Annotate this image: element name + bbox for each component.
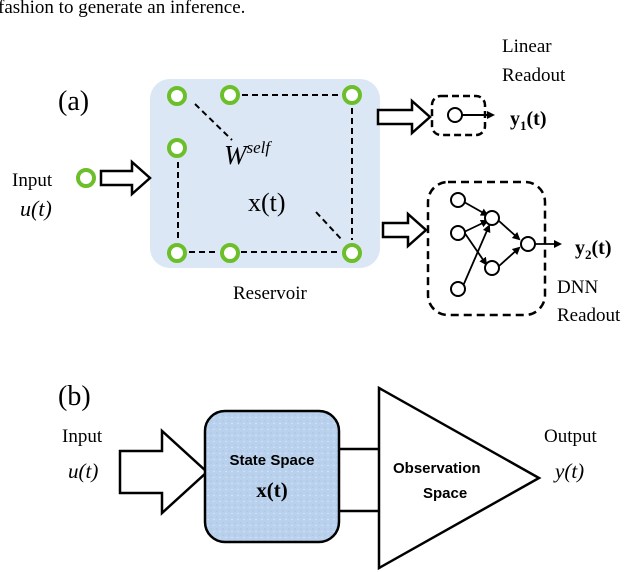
linear-readout-block-arrow xyxy=(376,98,432,136)
output-y1: y1(t) xyxy=(510,108,546,133)
reservoir-label: Reservoir xyxy=(233,283,308,304)
dnn-readout-label-line1: DNN xyxy=(557,277,598,298)
reservoir-node xyxy=(220,243,240,263)
observation-space-label-line2: Space xyxy=(423,485,467,502)
input-variable-a: u(t) xyxy=(20,196,52,221)
dnn-nodes xyxy=(450,192,536,297)
reservoir-box xyxy=(150,79,380,268)
reservoir-nodes xyxy=(167,85,362,263)
dnn-node xyxy=(450,192,466,208)
dnn-node xyxy=(450,281,466,297)
reservoir-node xyxy=(167,86,187,106)
dnn-node xyxy=(450,225,466,241)
reservoir-node xyxy=(220,85,240,105)
observation-space-triangle xyxy=(377,385,542,571)
block-arrows-a xyxy=(99,98,432,249)
output-variable: y(t) xyxy=(553,459,584,483)
dnn-edges xyxy=(462,201,562,287)
dnn-readout-label-line2: Readout xyxy=(557,305,621,326)
dnn-node xyxy=(484,260,500,276)
dnn-node xyxy=(484,210,500,226)
state-space-variable: x(t) xyxy=(256,478,287,502)
linear-readout-label-line2: Readout xyxy=(502,65,566,86)
dnn-node xyxy=(520,236,536,252)
header-text: fashion to generate an inference. xyxy=(0,0,245,18)
state-space-label: State Space xyxy=(229,452,314,469)
observation-space-label-line1: Observation xyxy=(393,460,481,477)
input-block-arrow-b xyxy=(118,428,209,516)
linear-readout-label-line1: Linear xyxy=(502,36,552,57)
reservoir-node xyxy=(342,243,362,263)
input-label-a: Input xyxy=(12,170,53,191)
panel-b-label: (b) xyxy=(58,381,91,412)
reservoir-node xyxy=(342,85,362,105)
output-label: Output xyxy=(544,426,598,447)
input-block-arrow xyxy=(99,159,152,197)
reservoir-connections xyxy=(177,94,353,253)
panel-a-label: (a) xyxy=(58,86,89,117)
linear-readout-node xyxy=(447,107,463,123)
input-node xyxy=(76,168,96,188)
weight-symbol: Wself xyxy=(224,138,272,170)
state-space-box xyxy=(203,409,341,544)
reservoir-node xyxy=(167,243,187,263)
state-variable: x(t) xyxy=(248,188,286,217)
output-y2: y2(t) xyxy=(575,237,611,262)
input-label-b: Input xyxy=(62,426,103,447)
reservoir-node xyxy=(167,138,187,158)
input-variable-b: u(t) xyxy=(68,459,98,483)
dnn-readout-block-arrow xyxy=(381,211,428,249)
